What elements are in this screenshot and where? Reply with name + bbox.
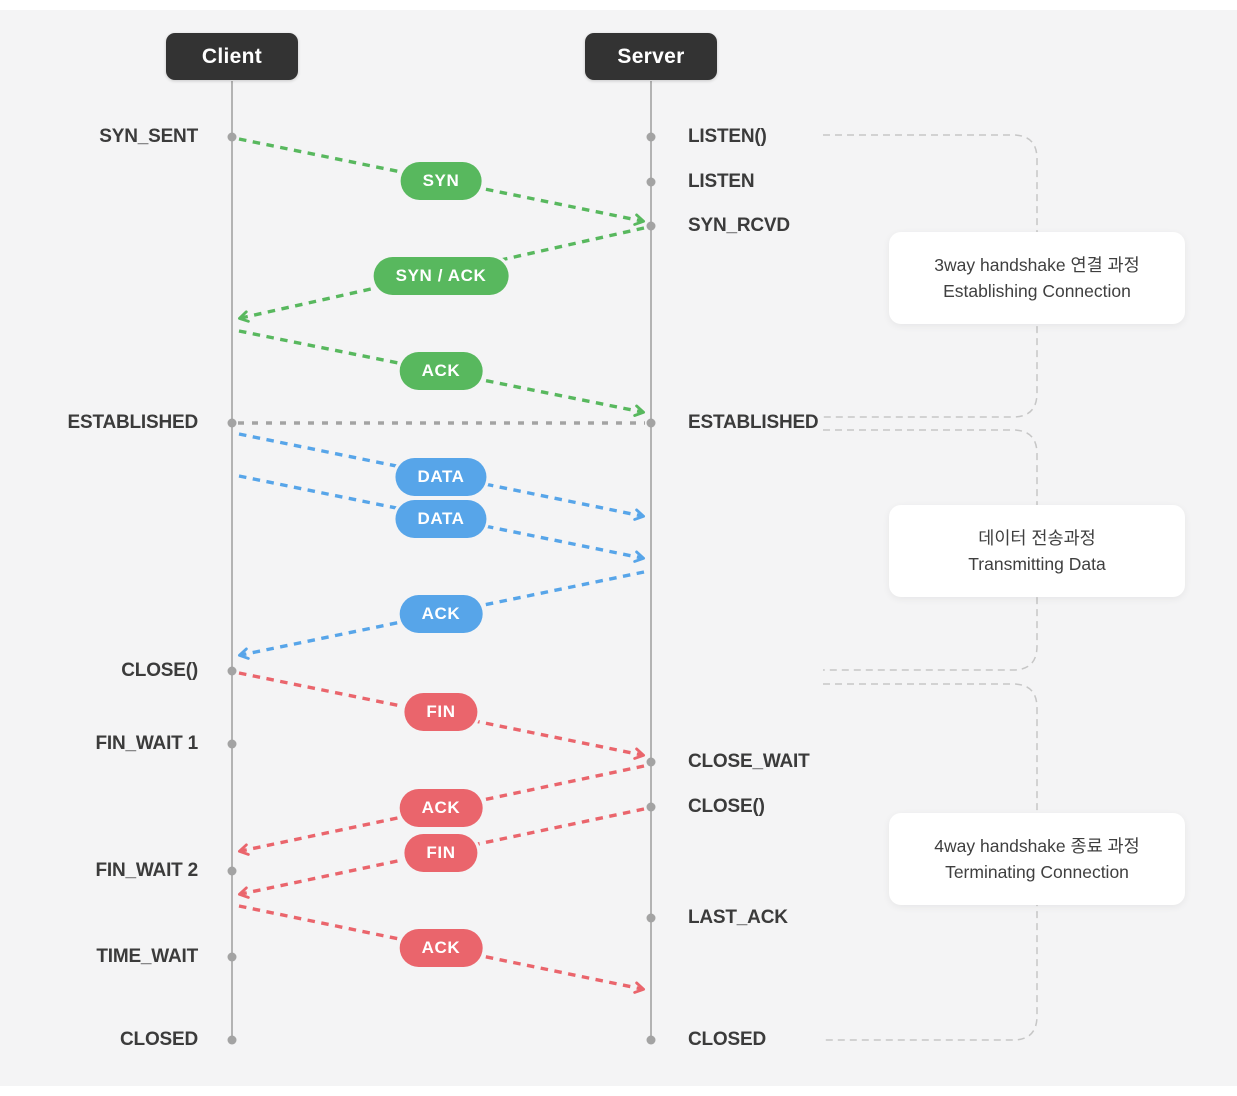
state-dot (227, 418, 237, 428)
state-label-client: CLOSED (120, 1029, 198, 1050)
message-pill: DATA (395, 458, 487, 496)
state-dot (227, 132, 237, 142)
actor-box-client: Client (166, 33, 298, 80)
state-label-client: TIME_WAIT (96, 946, 198, 967)
state-label-client: CLOSE() (121, 660, 198, 681)
note-box-2: 데이터 전송과정 Transmitting Data (889, 505, 1185, 597)
state-label-server: CLOSE() (688, 796, 765, 817)
message-arrow-9 (238, 807, 645, 899)
state-dot (646, 913, 656, 923)
state-dot (646, 132, 656, 142)
message-pill: DATA (395, 500, 487, 538)
note-line-1: 4way handshake 종료 과정 (934, 835, 1140, 856)
note-line-1: 데이터 전송과정 (978, 527, 1096, 548)
message-arrow-6 (238, 570, 645, 660)
state-dot (227, 866, 237, 876)
message-pill: SYN (400, 162, 482, 200)
state-dot (646, 802, 656, 812)
state-dot (646, 418, 656, 428)
message-pill: ACK (399, 789, 483, 827)
state-label-client: FIN_WAIT 2 (95, 860, 198, 881)
note-line-2: Establishing Connection (943, 280, 1131, 301)
state-label-server: LISTEN (688, 171, 755, 192)
state-label-server: ESTABLISHED (688, 412, 819, 433)
state-dot (227, 739, 237, 749)
message-arrow-8 (238, 764, 645, 856)
message-pill: SYN / ACK (373, 257, 509, 295)
message-arrow-5 (238, 474, 646, 563)
state-dot (646, 1035, 656, 1045)
note-line-1: 3way handshake 연결 과정 (934, 254, 1140, 275)
state-label-client: FIN_WAIT 1 (95, 733, 198, 754)
state-dot (646, 221, 656, 231)
message-pill: FIN (404, 834, 478, 872)
state-label-server: LAST_ACK (688, 907, 788, 928)
message-arrow-4 (238, 432, 646, 521)
state-label-client: ESTABLISHED (67, 412, 199, 433)
state-label-server: CLOSE_WAIT (688, 751, 810, 772)
message-arrow-3 (238, 329, 646, 417)
message-pill: ACK (399, 595, 483, 633)
message-arrow-1 (238, 137, 646, 226)
state-dot (227, 952, 237, 962)
state-dot (227, 1035, 237, 1045)
message-pill: ACK (399, 929, 483, 967)
state-label-client: SYN_SENT (99, 126, 198, 147)
message-pill: ACK (399, 352, 483, 390)
note-box-1: 3way handshake 연결 과정 Establishing Connect… (889, 232, 1185, 324)
message-arrow-7 (238, 671, 646, 760)
note-box-3: 4way handshake 종료 과정 Terminating Connecti… (889, 813, 1185, 905)
section-bracket-3 (823, 683, 1038, 1041)
message-arrow-10 (238, 904, 645, 994)
actor-box-server: Server (585, 33, 717, 80)
state-label-server: CLOSED (688, 1029, 766, 1050)
note-line-2: Transmitting Data (968, 553, 1106, 574)
state-dot (646, 177, 656, 187)
state-dot (646, 757, 656, 767)
state-label-server: SYN_RCVD (688, 215, 790, 236)
state-dot (227, 666, 237, 676)
note-line-2: Terminating Connection (945, 861, 1129, 882)
message-pill: FIN (404, 693, 478, 731)
state-label-server: LISTEN() (688, 126, 767, 147)
